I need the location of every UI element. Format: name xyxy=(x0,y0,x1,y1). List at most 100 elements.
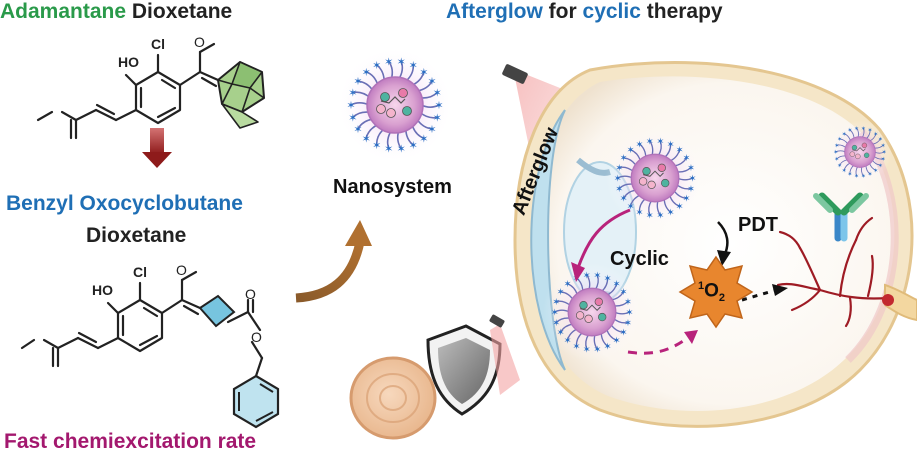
svg-text:✶: ✶ xyxy=(552,297,560,307)
svg-text:✶: ✶ xyxy=(683,153,691,163)
antibody-icon xyxy=(813,192,869,242)
svg-text:✶: ✶ xyxy=(419,67,428,79)
svg-text:✶: ✶ xyxy=(615,163,623,173)
svg-text:✶: ✶ xyxy=(397,144,406,156)
singlet-oxygen-superscript: 1 xyxy=(698,280,705,292)
svg-text:✶: ✶ xyxy=(604,341,612,351)
svg-text:✶: ✶ xyxy=(627,145,635,155)
svg-text:✶: ✶ xyxy=(346,100,355,112)
svg-text:✶: ✶ xyxy=(604,273,612,283)
svg-text:✶: ✶ xyxy=(552,318,560,328)
dashed-arrow-vessels-head-icon xyxy=(772,284,788,296)
benzene-ring-bottom xyxy=(116,298,164,353)
right-title: Afterglow for cyclic therapy xyxy=(446,0,723,24)
svg-text:✶: ✶ xyxy=(564,279,572,289)
svg-text:✶: ✶ xyxy=(427,76,436,88)
svg-text:✶: ✶ xyxy=(837,136,842,143)
top-title: Adamantane Dioxetane xyxy=(0,0,232,24)
svg-text:✶: ✶ xyxy=(646,210,654,220)
svg-text:✶: ✶ xyxy=(833,149,838,156)
svg-text:✶: ✶ xyxy=(688,173,696,183)
svg-text:✶: ✶ xyxy=(881,156,886,163)
svg-text:✶: ✶ xyxy=(834,142,839,149)
small-light-source-icon xyxy=(489,314,505,328)
dashed-arrow-to-singlet-oxygen xyxy=(627,334,691,355)
svg-text:✶: ✶ xyxy=(683,194,691,204)
svg-text:✶: ✶ xyxy=(854,125,859,132)
afterglow-arrow-head-icon xyxy=(571,262,585,282)
svg-text:✶: ✶ xyxy=(353,76,362,88)
mol-bottom-ester-o1-label: O xyxy=(245,286,256,302)
svg-text:✶: ✶ xyxy=(861,173,866,180)
eye-illustration xyxy=(513,61,917,428)
svg-text:✶: ✶ xyxy=(625,307,633,317)
svg-text:✶: ✶ xyxy=(868,127,873,134)
nanosystem-label: Nanosystem xyxy=(333,176,452,198)
afterglow-arrow xyxy=(576,208,631,269)
svg-text:✶: ✶ xyxy=(842,167,847,174)
svg-text:✶: ✶ xyxy=(620,328,628,338)
svg-text:✶: ✶ xyxy=(593,344,601,354)
small-light-beam xyxy=(490,324,520,395)
svg-text:✶: ✶ xyxy=(881,142,886,149)
svg-text:✶: ✶ xyxy=(583,270,591,280)
title-dioxetane: Dioxetane xyxy=(131,0,233,23)
svg-text:✶: ✶ xyxy=(847,171,852,178)
svg-text:✶: ✶ xyxy=(854,173,859,180)
mol-top-ho-label: HO xyxy=(118,54,139,70)
nanoparticle-eye-bottom: ✶✶✶✶✶✶✶✶✶✶✶✶✶✶✶✶✶✶✶✶✶✶ xyxy=(542,262,642,362)
svg-text:✶: ✶ xyxy=(372,140,381,152)
mol-bottom-ho-label: HO xyxy=(92,282,113,298)
svg-text:✶: ✶ xyxy=(882,149,887,156)
light-source-icon xyxy=(502,64,528,84)
svg-text:✶: ✶ xyxy=(384,56,393,68)
bottom-title: Fast chemiexcitation rate xyxy=(4,430,257,453)
svg-text:✶: ✶ xyxy=(646,136,654,146)
svg-text:✶: ✶ xyxy=(676,202,684,212)
svg-text:✶: ✶ xyxy=(676,145,684,155)
molecule-top xyxy=(36,42,220,140)
benzene-ring-top xyxy=(134,70,182,125)
svg-text:✶: ✶ xyxy=(434,100,443,112)
cyclobutane-ring xyxy=(198,294,236,328)
svg-text:✶: ✶ xyxy=(384,144,393,156)
svg-text:✶: ✶ xyxy=(614,173,622,183)
adamantane-cage xyxy=(217,61,265,129)
svg-text:✶: ✶ xyxy=(624,297,632,307)
svg-text:✶: ✶ xyxy=(656,210,664,220)
svg-text:✶: ✶ xyxy=(620,287,628,297)
svg-text:✶: ✶ xyxy=(348,88,357,100)
nanoparticle-center: ✶✶✶✶✶✶✶✶✶✶✶✶✶✶✶✶✶✶✶✶✶✶ xyxy=(337,47,453,163)
singlet-oxygen-label: 1O2 xyxy=(698,280,725,304)
svg-text:✶: ✶ xyxy=(397,56,406,68)
mol-bottom-methoxy-o-label: O xyxy=(176,262,187,278)
nanoparticle-eye-top: ✶✶✶✶✶✶✶✶✶✶✶✶✶✶✶✶✶✶✶✶✶✶ xyxy=(605,128,705,228)
svg-text:✶: ✶ xyxy=(551,307,559,317)
svg-text:✶: ✶ xyxy=(873,167,878,174)
title-cyclic: cyclic xyxy=(582,0,641,23)
curved-arrow-head-icon xyxy=(345,220,372,246)
shield-icon xyxy=(426,324,502,416)
svg-text:✶: ✶ xyxy=(868,171,873,178)
svg-text:✶: ✶ xyxy=(433,88,442,100)
singlet-oxygen-subscript: 2 xyxy=(718,292,726,305)
svg-text:✶: ✶ xyxy=(620,153,628,163)
svg-text:✶: ✶ xyxy=(564,336,572,346)
singlet-oxygen-symbol: O xyxy=(704,280,719,302)
cell-icon xyxy=(349,356,437,440)
svg-text:✶: ✶ xyxy=(878,136,883,143)
mid-title-line2: Dioxetane xyxy=(86,224,187,247)
svg-text:✶: ✶ xyxy=(873,131,878,138)
svg-text:✶: ✶ xyxy=(557,328,565,338)
cyclic-label: Cyclic xyxy=(610,248,669,270)
mid-title-line1: Benzyl Oxocyclobutane xyxy=(6,192,243,215)
molecule-bottom xyxy=(20,270,264,378)
svg-text:✶: ✶ xyxy=(557,287,565,297)
blood-vessels xyxy=(776,216,890,328)
singlet-oxygen-burst-icon xyxy=(678,255,754,329)
svg-text:✶: ✶ xyxy=(409,140,418,152)
title-afterglow: Afterglow xyxy=(446,0,543,23)
svg-text:✶: ✶ xyxy=(419,133,428,145)
svg-text:✶: ✶ xyxy=(613,279,621,289)
mol-bottom-ester-o2-label: O xyxy=(251,329,262,345)
